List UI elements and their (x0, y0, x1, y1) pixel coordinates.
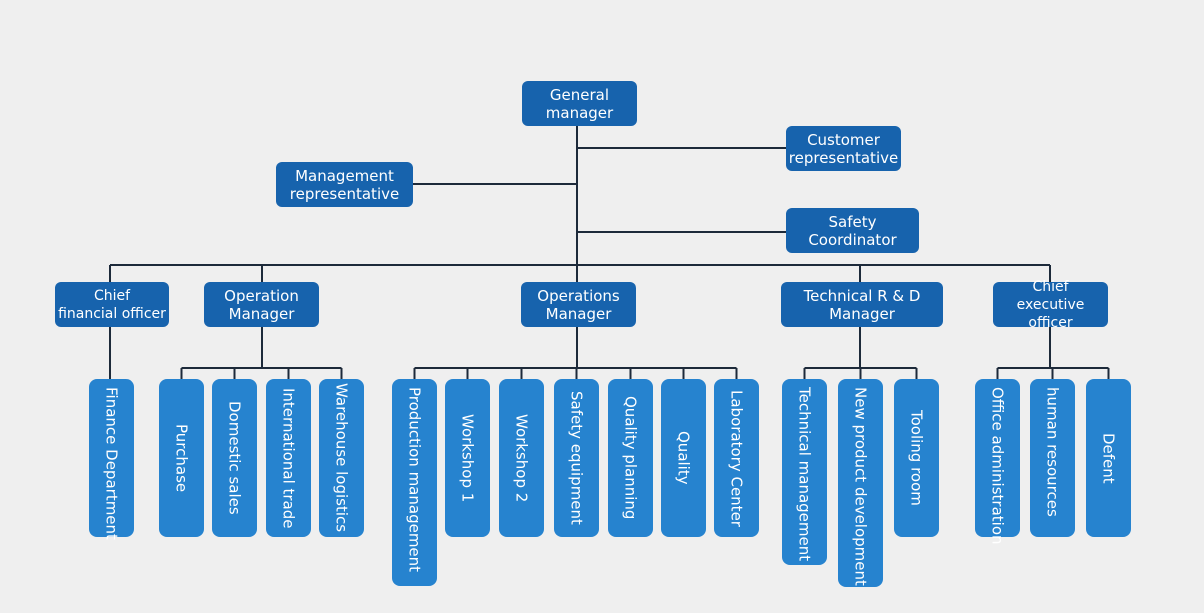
dept-safety-equipment: Safety equipment (554, 379, 599, 537)
safety-coordinator-box: Safety Coordinator (786, 208, 919, 253)
management-representative-box: Management representative (276, 162, 413, 207)
general-manager-box: General manager (522, 81, 637, 126)
dept-quality-planning: Quality planning (608, 379, 653, 537)
dept-purchase: Purchase (159, 379, 204, 537)
dept-office-administration: Office administration (975, 379, 1020, 545)
cfo-label: Chief financial officer (58, 287, 166, 322)
dept-laboratory-center: Laboratory Center (714, 379, 759, 537)
safety-coordinator-label: Safety Coordinator (808, 212, 897, 249)
operation-manager-box: Operation Manager (204, 282, 319, 327)
cfo-box: Chief financial officer (55, 282, 169, 327)
dept-workshop-2: Workshop 2 (499, 379, 544, 537)
dept-technical-management: Technical management (782, 379, 827, 565)
dept-finance: Finance Department (89, 379, 134, 540)
dept-international-trade: International trade (266, 379, 311, 537)
ceo-label: Chief executive officer (1016, 278, 1085, 331)
operation-manager-label: Operation Manager (224, 286, 299, 323)
dept-tooling-room: Tooling room (894, 379, 939, 537)
operations-manager-box: Operations Manager (521, 282, 636, 327)
dept-workshop-1: Workshop 1 (445, 379, 490, 537)
dept-domestic-sales: Domestic sales (212, 379, 257, 537)
ceo-box: Chief executive officer (993, 279, 1108, 331)
dept-human-resources: human resources (1030, 379, 1075, 537)
dept-production-management: Production management (392, 379, 437, 586)
general-manager-label: General manager (545, 85, 614, 122)
customer-representative-box: Customer representative (786, 126, 901, 171)
customer-representative-label: Customer representative (788, 130, 899, 167)
dept-defent: Defent (1086, 379, 1131, 537)
operations-manager-label: Operations Manager (537, 286, 620, 323)
technical-rd-manager-label: Technical R & D Manager (803, 286, 921, 323)
technical-rd-manager-box: Technical R & D Manager (781, 282, 943, 327)
dept-new-product-development: New product development (838, 379, 883, 587)
dept-quality: Quality (661, 379, 706, 537)
management-representative-label: Management representative (289, 166, 400, 203)
dept-warehouse-logistics: Warehouse logistics (319, 379, 364, 537)
